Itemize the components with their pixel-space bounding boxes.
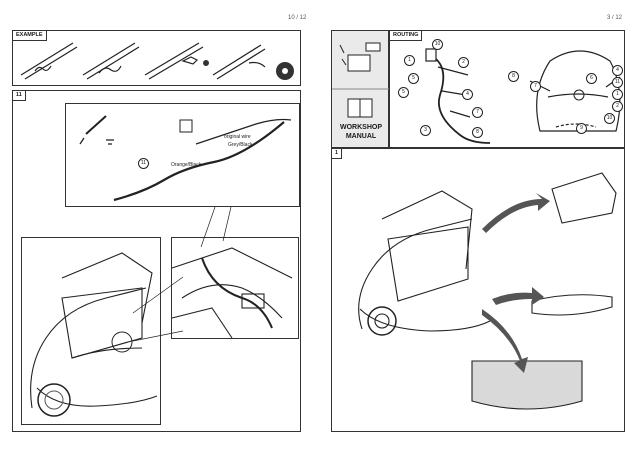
battery-icon (347, 54, 371, 72)
routing-number: 3 (420, 125, 431, 136)
left-page: 10 / 12 EXAMPLE 11 (12, 15, 307, 432)
wiring-detail-inset: original wire Grey/Black Orange/Black 11 (65, 103, 300, 207)
routing-number: 1 (612, 89, 623, 100)
step-tag: 1 (331, 148, 343, 159)
routing-number: 10 (432, 39, 443, 50)
routing-tag: ROUTING (389, 30, 423, 41)
workshop-manual-panel: WORKSHOP MANUAL (331, 30, 390, 148)
wheel-icon (37, 383, 71, 417)
car-rear-drawing (30, 252, 158, 417)
example-panel: EXAMPLE (12, 30, 301, 86)
routing-number: 6 (586, 73, 597, 84)
routing-number: 9 (576, 123, 587, 134)
step-11-panel: 11 original wire Grey/Black Orange/Black… (12, 90, 301, 432)
routing-number: 10 (604, 113, 615, 124)
workshop-manual-label: WORKSHOP MANUAL (340, 124, 382, 140)
right-page: 3 / 12 WORKSHOP MANUAL ROUTING (319, 0, 638, 451)
example-illustration (20, 42, 294, 80)
relay-icon (179, 119, 193, 133)
routing-number: 7 (472, 107, 483, 118)
wiring-detail-drawing (79, 115, 292, 202)
scissors-icon (203, 60, 209, 66)
car-rear-view (21, 237, 161, 425)
emblem-icon (573, 89, 585, 101)
routing-number: 7 (530, 81, 541, 92)
routing-number: 2 (458, 57, 469, 68)
callout-grey-black: Grey/Black (228, 142, 253, 148)
routing-panel: ROUTING 10 1 2 5 5 4 7 3 8 8 7 4 11 1 2 … (389, 30, 625, 148)
battery-diagram (332, 42, 390, 118)
closeup-drawing (171, 247, 293, 339)
leader-lines (132, 206, 232, 342)
callout-original-wire: original wire (224, 134, 251, 140)
routing-number: 2 (612, 101, 623, 112)
routing-number: 5 (408, 73, 419, 84)
step-1-drawing (358, 172, 617, 410)
callout-number: 11 (138, 158, 149, 169)
routing-number: 1 (404, 55, 415, 66)
example-tag: EXAMPLE (12, 30, 47, 41)
routing-number: 5 (398, 87, 409, 98)
page-number: 3 / 12 (607, 15, 623, 21)
routing-number: 11 (612, 77, 623, 88)
routing-number: 8 (508, 71, 519, 82)
routing-number: 4 (612, 65, 623, 76)
step-tag: 11 (12, 90, 26, 101)
callout-orange-black: Orange/Black (171, 162, 202, 168)
closeup-view (171, 237, 299, 339)
step-1-panel: 1 (331, 148, 625, 432)
page-number: 10 / 12 (288, 15, 307, 21)
routing-number: 8 (472, 127, 483, 138)
routing-number: 4 (462, 89, 473, 100)
